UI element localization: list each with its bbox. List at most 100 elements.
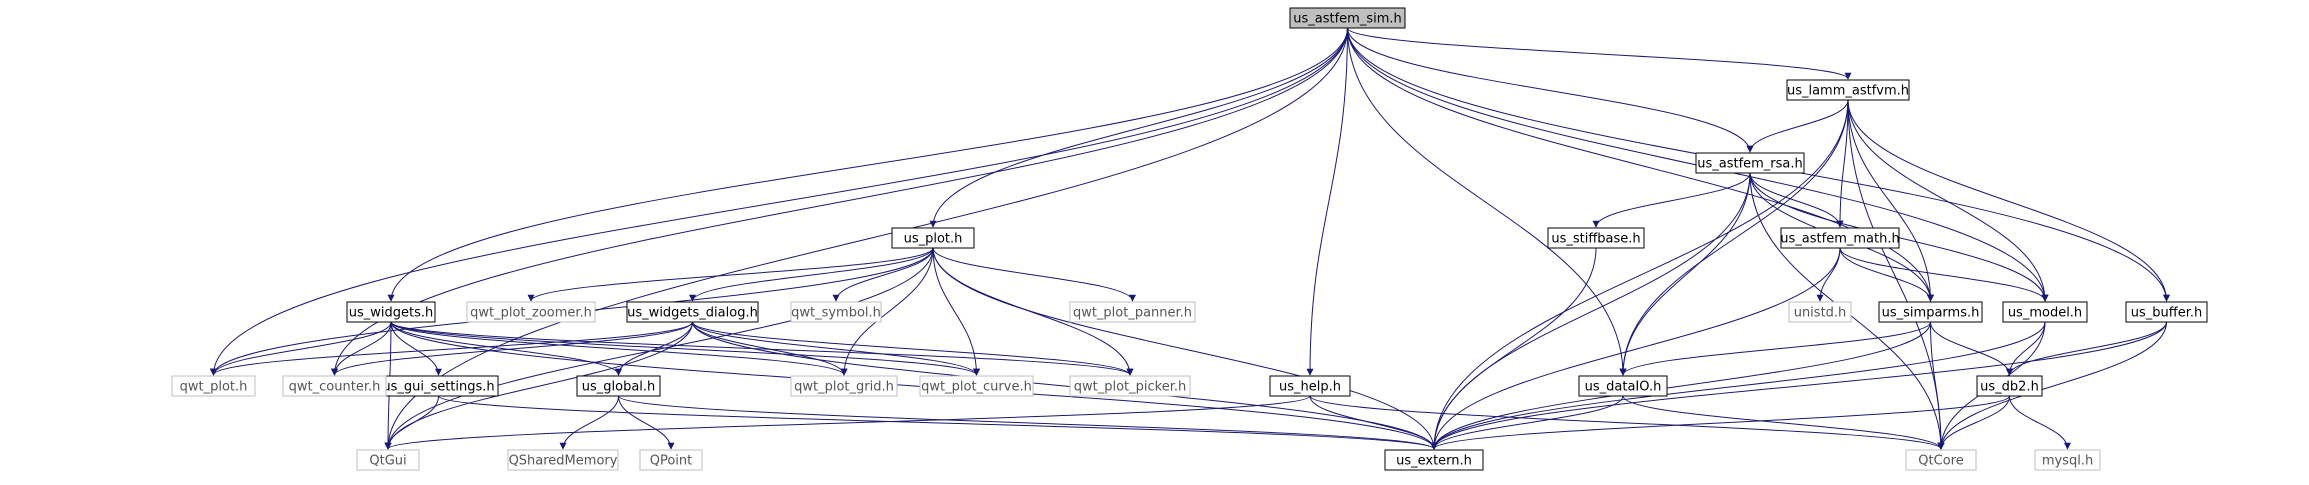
edge-us_plot-to-us_widgets_dialog xyxy=(689,247,934,302)
node-box xyxy=(1069,301,1196,323)
node-qwt_plot_zoomer: qwt_plot_zoomer.h xyxy=(466,301,596,323)
node-box xyxy=(466,301,596,323)
node-us_buffer[interactable]: us_buffer.h xyxy=(2125,301,2208,323)
node-qwt_plot_picker: qwt_plot_picker.h xyxy=(1069,375,1191,397)
node-us_model[interactable]: us_model.h xyxy=(2002,301,2088,323)
edge-us_widgets_dialog-to-qwt_plot_curve xyxy=(692,321,980,376)
edge-us_astfem_sim-to-qwt_counter xyxy=(331,27,1348,376)
node-label: qwt_plot_grid.h xyxy=(794,380,894,395)
node-box xyxy=(639,449,703,471)
edge-us_global-to-QPoint xyxy=(618,395,675,450)
node-QtGui: QtGui xyxy=(356,449,420,471)
edge-us_plot-to-us_extern xyxy=(932,247,1438,450)
node-label: us_widgets_dialog.h xyxy=(627,306,758,321)
node-us_extern[interactable]: us_extern.h xyxy=(1384,449,1484,471)
edge-us_global-to-QSharedMemory xyxy=(559,395,619,450)
node-box xyxy=(891,227,975,249)
node-box xyxy=(507,449,619,471)
node-box xyxy=(171,375,256,397)
edge-us_lamm_astfvm-to-QtCore xyxy=(1847,99,1945,450)
node-us_astfem_rsa[interactable]: us_astfem_rsa.h xyxy=(1695,152,1805,174)
node-label: qwt_plot_picker.h xyxy=(1074,380,1187,395)
edge-us_astfem_rsa-to-us_stiffbase xyxy=(1592,172,1751,228)
edge-us_widgets_dialog-to-us_extern xyxy=(692,321,1438,450)
edge-us_simparms-to-QtCore xyxy=(1930,321,1945,450)
edge-us_simparms-to-us_extern xyxy=(1430,321,1931,450)
edge-us_plot-to-qwt_plot_grid xyxy=(840,247,934,376)
edge-us_lamm_astfvm-to-us_astfem_math xyxy=(1836,99,1849,228)
node-box xyxy=(1976,375,2043,397)
edge-us_widgets_dialog-to-us_global xyxy=(615,321,693,376)
edge-us_gui_settings-to-us_extern xyxy=(438,395,1438,450)
edge-us_astfem_math-to-us_simparms xyxy=(1839,247,1934,302)
node-label: us_db2.h xyxy=(1980,380,2039,395)
edge-us_plot-to-qwt_plot_curve xyxy=(932,247,980,376)
node-mysql: mysql.h xyxy=(2034,449,2101,471)
edge-us_astfem_math-to-us_model xyxy=(1839,247,2049,302)
edge-us_widgets_dialog-to-qwt_plot_picker xyxy=(692,321,1134,376)
edge-us_lamm_astfvm-to-us_extern xyxy=(1430,99,1849,450)
node-box xyxy=(790,375,898,397)
node-qwt_plot_grid: qwt_plot_grid.h xyxy=(790,375,898,397)
node-us_lamm_astfvm[interactable]: us_lamm_astfvm.h xyxy=(1786,79,1910,101)
edge-us_plot-to-QtGui xyxy=(384,247,934,450)
edge-us_dataIO-to-QtCore xyxy=(1622,395,1945,450)
node-us_simparms[interactable]: us_simparms.h xyxy=(1878,301,1983,323)
node-label: us_simparms.h xyxy=(1882,306,1980,321)
edge-us_help-to-QtGui xyxy=(384,395,1311,450)
node-box xyxy=(790,301,882,323)
edge-us_widgets-to-us_extern xyxy=(390,321,1438,450)
edge-us_global-to-us_extern xyxy=(618,395,1438,450)
edge-us_astfem_sim-to-us_widgets xyxy=(387,27,1348,302)
node-us_widgets[interactable]: us_widgets.h xyxy=(346,301,436,323)
node-label: mysql.h xyxy=(2042,454,2093,469)
node-unistd: unistd.h xyxy=(1788,301,1852,323)
node-label: QPoint xyxy=(650,454,693,469)
node-box xyxy=(1788,301,1852,323)
edge-us_astfem_math-to-us_extern xyxy=(1430,247,1841,450)
node-label: QtCore xyxy=(1918,454,1963,469)
node-label: us_astfem_math.h xyxy=(1780,232,1899,247)
node-box xyxy=(1578,375,1668,397)
node-QPoint: QPoint xyxy=(639,449,703,471)
node-box xyxy=(356,449,420,471)
node-us_widgets_dialog[interactable]: us_widgets_dialog.h xyxy=(626,301,759,323)
node-label: qwt_symbol.h xyxy=(791,306,881,321)
node-box xyxy=(919,375,1034,397)
node-us_plot[interactable]: us_plot.h xyxy=(891,227,975,249)
node-label: us_global.h xyxy=(582,380,656,395)
node-qwt_symbol: qwt_symbol.h xyxy=(790,301,882,323)
node-label: us_lamm_astfvm.h xyxy=(1787,84,1909,99)
edge-us_stiffbase-to-us_extern xyxy=(1430,247,1597,450)
node-us_astfem_sim[interactable]: us_astfem_sim.h xyxy=(1289,7,1406,29)
edge-us_widgets-to-us_global xyxy=(390,321,622,376)
edge-us_simparms-to-us_db2 xyxy=(1930,321,2013,376)
node-us_help[interactable]: us_help.h xyxy=(1269,375,1351,397)
edge-us_db2-to-QtCore xyxy=(1937,395,2010,450)
edge-us_db2-to-mysql xyxy=(2009,395,2071,450)
edge-us_model-to-us_extern xyxy=(1430,321,2046,450)
node-box xyxy=(1069,375,1191,397)
edge-us_astfem_rsa-to-us_astfem_math xyxy=(1749,172,1844,228)
node-us_dataIO[interactable]: us_dataIO.h xyxy=(1578,375,1668,397)
node-qwt_plot: qwt_plot.h xyxy=(171,375,256,397)
node-box xyxy=(346,301,436,323)
edge-us_widgets_dialog-to-qwt_plot_grid xyxy=(692,321,848,376)
node-label: qwt_plot_panner.h xyxy=(1073,306,1192,321)
edge-us_model-to-us_db2 xyxy=(2006,321,2046,376)
edge-us_widgets_dialog-to-qwt_counter xyxy=(331,321,693,376)
node-us_stiffbase[interactable]: us_stiffbase.h xyxy=(1547,227,1645,249)
node-us_db2[interactable]: us_db2.h xyxy=(1976,375,2043,397)
node-label: us_gui_settings.h xyxy=(382,380,494,395)
node-us_global[interactable]: us_global.h xyxy=(576,375,661,397)
node-label: us_stiffbase.h xyxy=(1551,232,1640,247)
node-layer: us_astfem_sim.h us_lamm_astfvm.h us_astfem… xyxy=(171,7,2208,471)
node-label: us_astfem_sim.h xyxy=(1293,12,1402,27)
node-label: QSharedMemory xyxy=(509,454,618,469)
node-box xyxy=(1905,449,1977,471)
edge-us_buffer-to-QtCore xyxy=(1937,321,2167,450)
node-us_astfem_math[interactable]: us_astfem_math.h xyxy=(1780,227,1900,249)
node-label: us_plot.h xyxy=(904,232,963,247)
node-us_gui_settings[interactable]: us_gui_settings.h xyxy=(378,375,499,397)
node-box xyxy=(2125,301,2208,323)
